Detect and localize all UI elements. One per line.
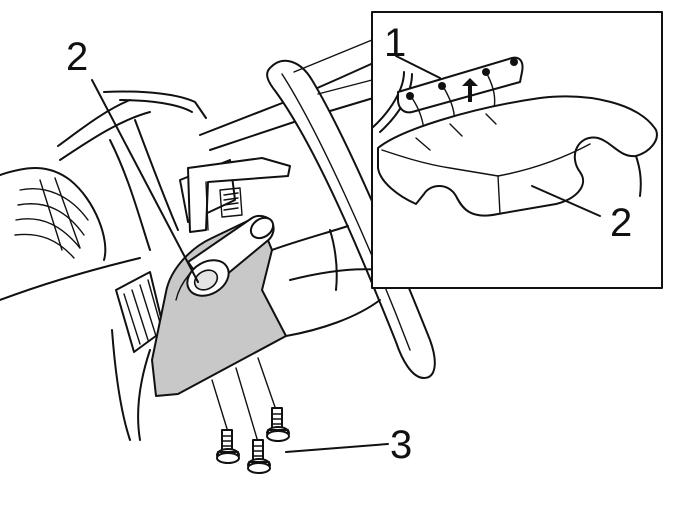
steering-wheel — [266, 59, 436, 379]
leader-line-cover — [91, 79, 199, 283]
screws — [211, 357, 290, 474]
leader-line-clip — [395, 55, 441, 79]
leader-line-screws — [285, 443, 389, 453]
screw-middle — [247, 439, 271, 474]
callout-left-cover: 2 — [66, 35, 88, 79]
inset-detail — [371, 11, 663, 289]
callout-inset-clip: 1 — [384, 21, 406, 65]
leader-line-inset-cover — [531, 185, 601, 217]
leader-lines — [91, 39, 389, 453]
upper-cover-clip — [397, 56, 524, 147]
screw-right — [266, 407, 290, 442]
callout-inset-cover: 2 — [610, 201, 632, 245]
inset-lower-cover — [377, 95, 658, 217]
upper-shroud-part — [187, 157, 291, 233]
callout-screws: 3 — [390, 423, 412, 467]
column-stalk — [186, 214, 275, 297]
screw-left — [216, 429, 240, 464]
